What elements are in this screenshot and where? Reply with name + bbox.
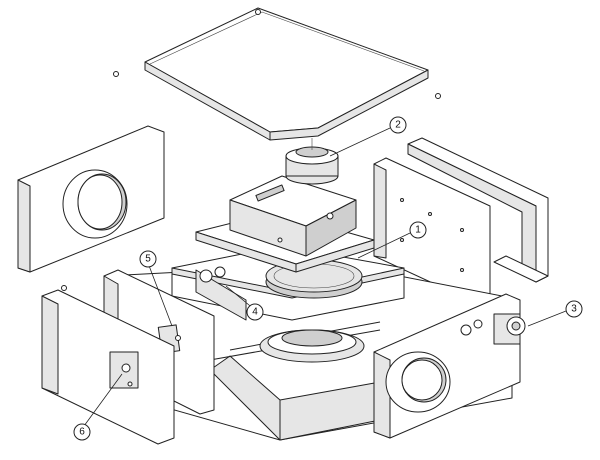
screw-set bbox=[61, 9, 441, 291]
callout-label-6: 6 bbox=[79, 427, 85, 438]
service-cover-panel bbox=[41, 289, 175, 445]
left-side-panel bbox=[17, 125, 165, 273]
callout-label-1: 1 bbox=[415, 225, 421, 236]
callout-label-4: 4 bbox=[252, 307, 258, 318]
callout-5: 5 bbox=[139, 250, 157, 268]
callout-label-2: 2 bbox=[395, 120, 401, 131]
control-box bbox=[229, 175, 357, 257]
callout-label-5: 5 bbox=[145, 254, 151, 265]
front-right-panel bbox=[373, 293, 521, 439]
fan-impeller bbox=[199, 259, 363, 299]
callout-3: 3 bbox=[565, 300, 583, 318]
motor-unit bbox=[285, 138, 339, 185]
rear-right-frame bbox=[407, 137, 549, 283]
callout-1: 1 bbox=[409, 221, 427, 239]
callout-4: 4 bbox=[246, 303, 264, 321]
callout-6: 6 bbox=[73, 423, 91, 441]
callout-2: 2 bbox=[389, 116, 407, 134]
fan-inlet-ring bbox=[259, 329, 365, 363]
callout-label-3: 3 bbox=[571, 304, 577, 315]
rotary-damper-actuator bbox=[493, 313, 526, 345]
top-cover-plate bbox=[144, 7, 429, 141]
